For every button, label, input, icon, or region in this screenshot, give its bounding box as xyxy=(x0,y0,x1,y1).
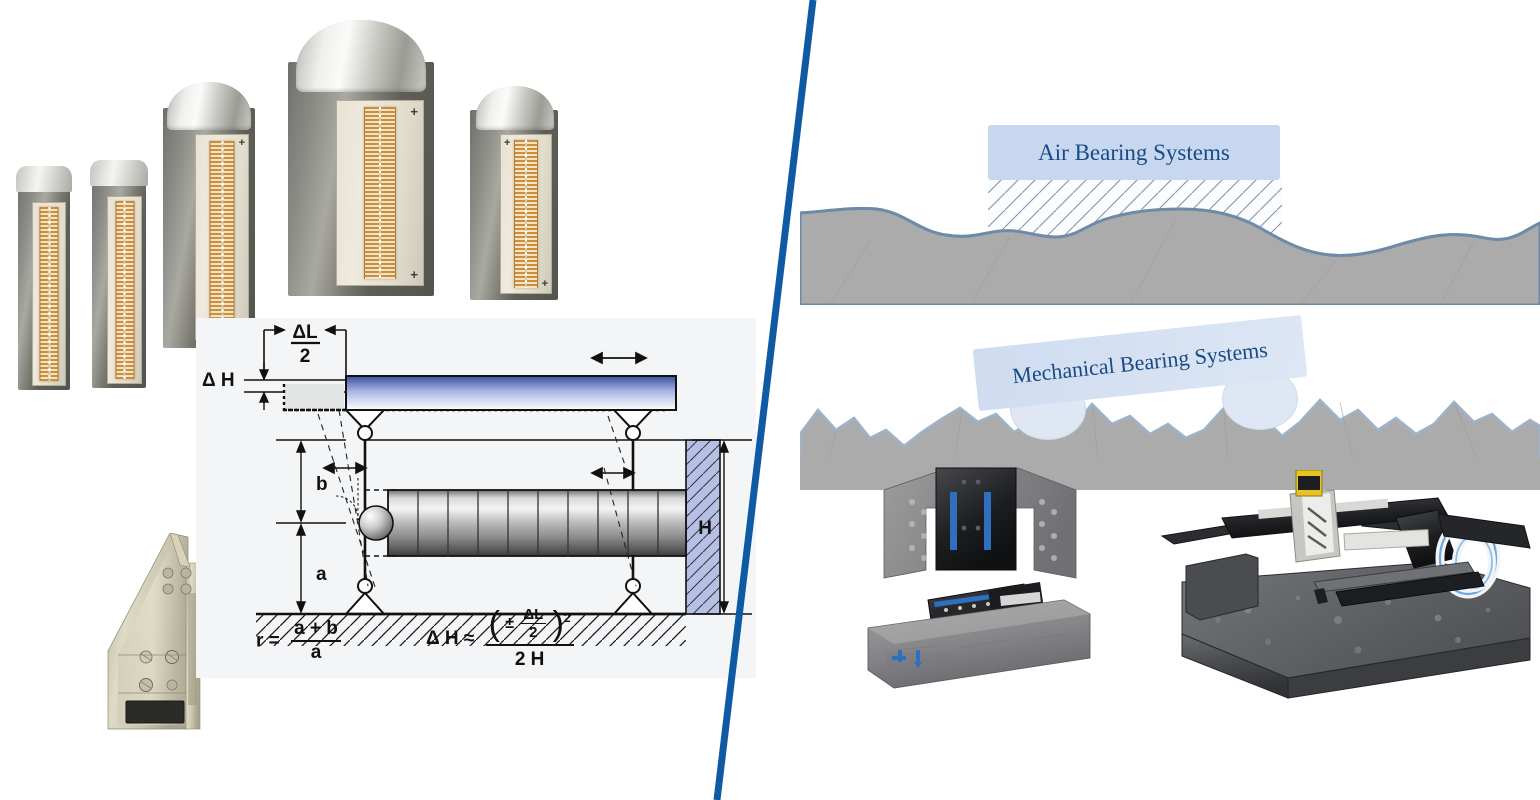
formula-exponent: 2 xyxy=(563,610,571,625)
ghost-plate xyxy=(284,384,344,410)
formula-ratio: r = a + b a xyxy=(256,618,341,665)
air-bearing-slider-block xyxy=(988,176,1282,276)
preload-ball xyxy=(358,505,394,541)
upper-flexure-pivots xyxy=(343,409,655,441)
formula-ratio-denominator: a xyxy=(310,641,322,663)
air-bearing-gantry-photo-right xyxy=(1160,470,1531,699)
piezo-stack-actuator xyxy=(358,489,687,557)
dimension-h-label: H xyxy=(698,518,712,539)
formula-height-error: Δ H ≈ ( ± ΔL 2 )2 2 H xyxy=(426,606,574,672)
actuator-dome-cap xyxy=(167,82,251,130)
delta-h-label: Δ H xyxy=(202,370,235,391)
inner-denominator: 2 xyxy=(529,624,538,642)
paren-close: ) xyxy=(552,604,564,643)
dimension-a xyxy=(276,523,346,615)
dimension-a-label: a xyxy=(316,564,327,585)
piezo-flexure-bracket xyxy=(107,533,201,730)
formula-sign: ± xyxy=(505,614,515,632)
formula-ratio-lhs: r = xyxy=(256,630,280,652)
formula-height-error-denominator: 2 H xyxy=(514,649,545,671)
polarity-plus-icon: + xyxy=(504,137,511,149)
air-bearing-label-text: Air Bearing Systems xyxy=(1038,139,1230,165)
delta-l-over-2-label: ΔL 2 xyxy=(291,322,320,367)
platform-motion-arrow xyxy=(590,351,648,365)
polarity-plus-icon: + xyxy=(410,104,418,119)
polarity-plus-icon: + xyxy=(541,278,548,290)
diagram-formulas: r = a + b a Δ H ≈ ( ± ΔL 2 xyxy=(240,598,660,678)
piezo-actuator-xsmall-1 xyxy=(16,166,72,390)
polarity-plus-icon: + xyxy=(410,267,418,282)
dimension-b-label: b xyxy=(316,474,328,495)
lower-flexure-pivots xyxy=(343,578,655,615)
mechanical-bearing-label-text: Mechanical Bearing Systems xyxy=(1011,336,1269,389)
piezo-ceramic-stack xyxy=(209,141,235,333)
right-panel-bearing-comparison: Air Bearing Systems Mechanical Bearing S… xyxy=(760,0,1540,800)
piezo-ceramic-stack xyxy=(39,207,59,381)
delta-l-numerator: ΔL xyxy=(292,322,318,343)
moving-platform xyxy=(345,375,677,411)
actuator-window: + + xyxy=(500,134,552,294)
delta-l-denominator: 2 xyxy=(300,346,311,367)
deflection-construction-lines xyxy=(317,409,637,591)
piezo-actuator-xsmall-2 xyxy=(90,160,148,388)
lever-motion-arrows xyxy=(322,461,636,480)
piezo-ceramic-stack xyxy=(115,201,134,379)
formula-height-error-lhs: Δ H ≈ xyxy=(426,628,475,650)
piezo-actuator-large: + + xyxy=(288,20,434,296)
inner-numerator: ΔL xyxy=(520,606,547,625)
air-bearing-label: Air Bearing Systems xyxy=(988,125,1280,180)
left-panel-piezo-technology: + + + + + + xyxy=(0,0,820,800)
actuator-dome-cap xyxy=(476,86,554,130)
formula-ratio-numerator: a + b xyxy=(291,618,341,642)
actuator-cap xyxy=(90,160,148,186)
piezo-actuator-medium: + + xyxy=(163,82,255,348)
paren-open: ( xyxy=(488,604,500,643)
actuator-window: + + xyxy=(195,134,249,340)
polarity-plus-icon: + xyxy=(238,137,245,149)
actuator-window xyxy=(107,196,142,384)
actuator-cap xyxy=(16,166,72,192)
actuator-window xyxy=(32,202,66,386)
actuator-window: + + xyxy=(336,100,424,286)
piezo-actuator-small: + + xyxy=(470,86,558,300)
dimension-b xyxy=(276,439,346,524)
piezo-ceramic-stack xyxy=(514,140,538,288)
air-bearing-gantry-photo-left xyxy=(867,467,1091,689)
slider-hatch-fill xyxy=(988,176,1282,276)
piezo-ceramic-stack xyxy=(364,107,396,279)
actuator-dome-cap xyxy=(296,20,426,92)
